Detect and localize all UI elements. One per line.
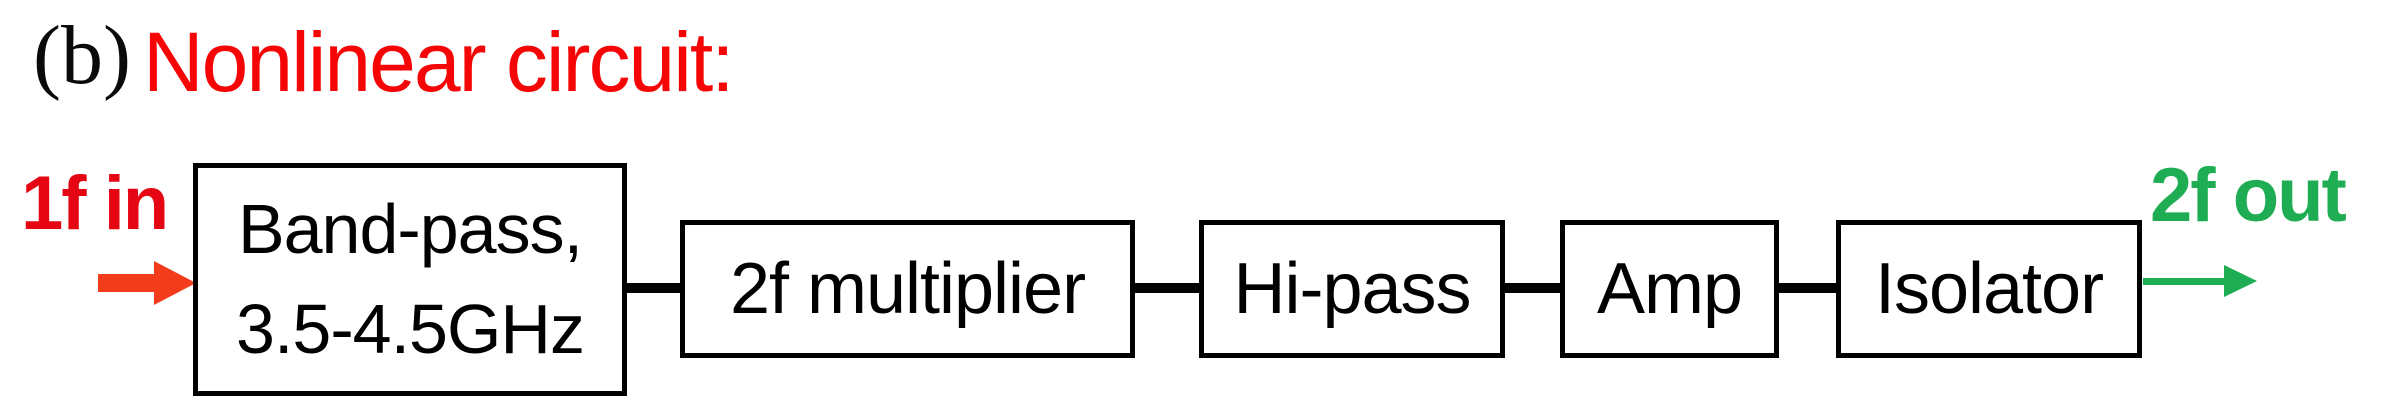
- block-band-pass: Band-pass, 3.5-4.5GHz: [193, 163, 627, 396]
- block-isolator: Isolator: [1836, 220, 2142, 358]
- input-signal-label: 1f in: [21, 161, 169, 246]
- output-arrow-head-icon: [2224, 265, 2257, 297]
- connector-4: [1774, 283, 1841, 293]
- output-signal-label: 2f out: [2150, 153, 2347, 238]
- input-arrow-icon: [98, 274, 158, 292]
- block-amp: Amp: [1560, 220, 1779, 358]
- connector-1: [622, 283, 684, 293]
- block-2f-multiplier: 2f multiplier: [680, 220, 1135, 358]
- connector-3: [1500, 283, 1565, 293]
- panel-index-label: (b): [33, 9, 131, 102]
- block-2f-multiplier-label: 2f multiplier: [729, 249, 1086, 329]
- diagram-title: Nonlinear circuit:: [143, 15, 735, 109]
- input-arrow-head-icon: [154, 261, 196, 305]
- block-band-pass-label: Band-pass, 3.5-4.5GHz: [236, 190, 585, 368]
- connector-2: [1130, 283, 1204, 293]
- block-isolator-label: Isolator: [1874, 249, 2104, 329]
- output-arrow-icon: [2143, 278, 2227, 285]
- block-hi-pass: Hi-pass: [1199, 220, 1505, 358]
- block-amp-label: Amp: [1596, 249, 1743, 329]
- block-hi-pass-label: Hi-pass: [1233, 249, 1471, 329]
